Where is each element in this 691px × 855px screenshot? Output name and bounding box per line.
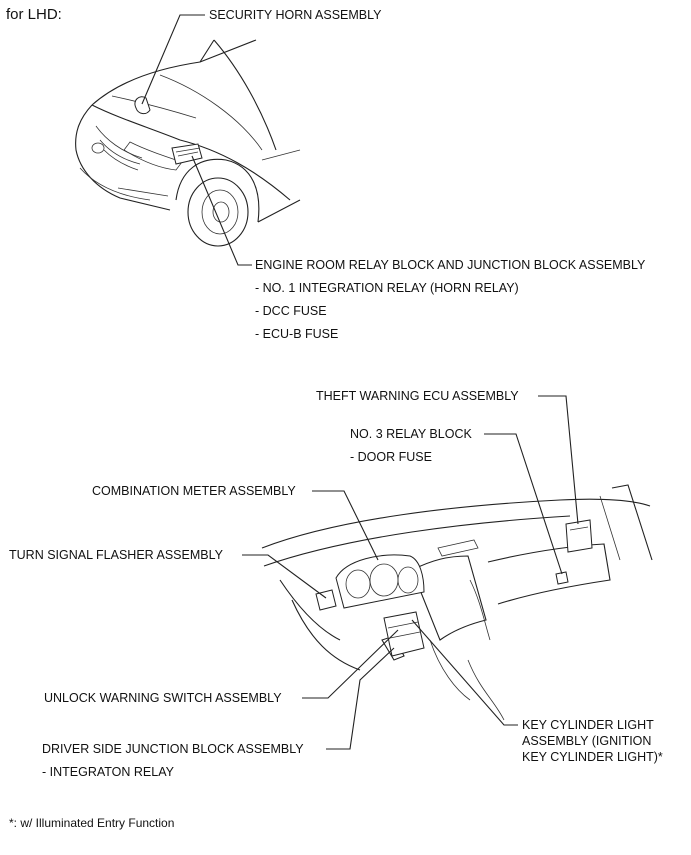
label-turn-signal-flasher-assembly: TURN SIGNAL FLASHER ASSEMBLY <box>9 548 223 562</box>
label-engine-room-item: - DCC FUSE <box>255 304 327 318</box>
vehicle-exterior-drawing <box>75 39 301 247</box>
driver-side-junction-block-part <box>383 611 425 657</box>
label-engine-room-item: - NO. 1 INTEGRATION RELAY (HORN RELAY) <box>255 281 519 295</box>
variant-header: for LHD: <box>6 6 62 23</box>
label-no3-relay-item: - DOOR FUSE <box>350 450 432 464</box>
label-security-horn-assembly: SECURITY HORN ASSEMBLY <box>209 8 382 22</box>
leader-lines-upper <box>141 14 252 266</box>
label-combination-meter-assembly: COMBINATION METER ASSEMBLY <box>92 484 296 498</box>
label-theft-warning-ecu-assembly: THEFT WARNING ECU ASSEMBLY <box>316 389 519 403</box>
label-engine-room-item: - ECU-B FUSE <box>255 327 339 341</box>
footnote: *: w/ Illuminated Entry Function <box>9 816 175 830</box>
security-horn-part <box>134 96 151 115</box>
label-engine-room-relay-block: ENGINE ROOM RELAY BLOCK AND JUNCTION BLO… <box>255 258 646 272</box>
theft-warning-ecu-part <box>565 519 593 553</box>
label-key-cylinder-light-line: KEY CYLINDER LIGHT)* <box>522 750 663 764</box>
leader-lines-lower <box>242 395 579 750</box>
combination-meter-part <box>335 554 425 609</box>
label-unlock-warning-switch-assembly: UNLOCK WARNING SWITCH ASSEMBLY <box>44 691 282 705</box>
turn-signal-flasher-part <box>315 589 337 611</box>
label-driver-side-junction-block: DRIVER SIDE JUNCTION BLOCK ASSEMBLY <box>42 742 304 756</box>
no3-relay-block-part <box>555 571 569 585</box>
vehicle-interior-drawing <box>261 484 653 721</box>
label-key-cylinder-light-line: ASSEMBLY (IGNITION <box>522 734 652 748</box>
label-no3-relay-block: NO. 3 RELAY BLOCK <box>350 427 472 441</box>
label-key-cylinder-light-line: KEY CYLINDER LIGHT <box>522 718 654 732</box>
label-driver-junction-item: - INTEGRATON RELAY <box>42 765 174 779</box>
